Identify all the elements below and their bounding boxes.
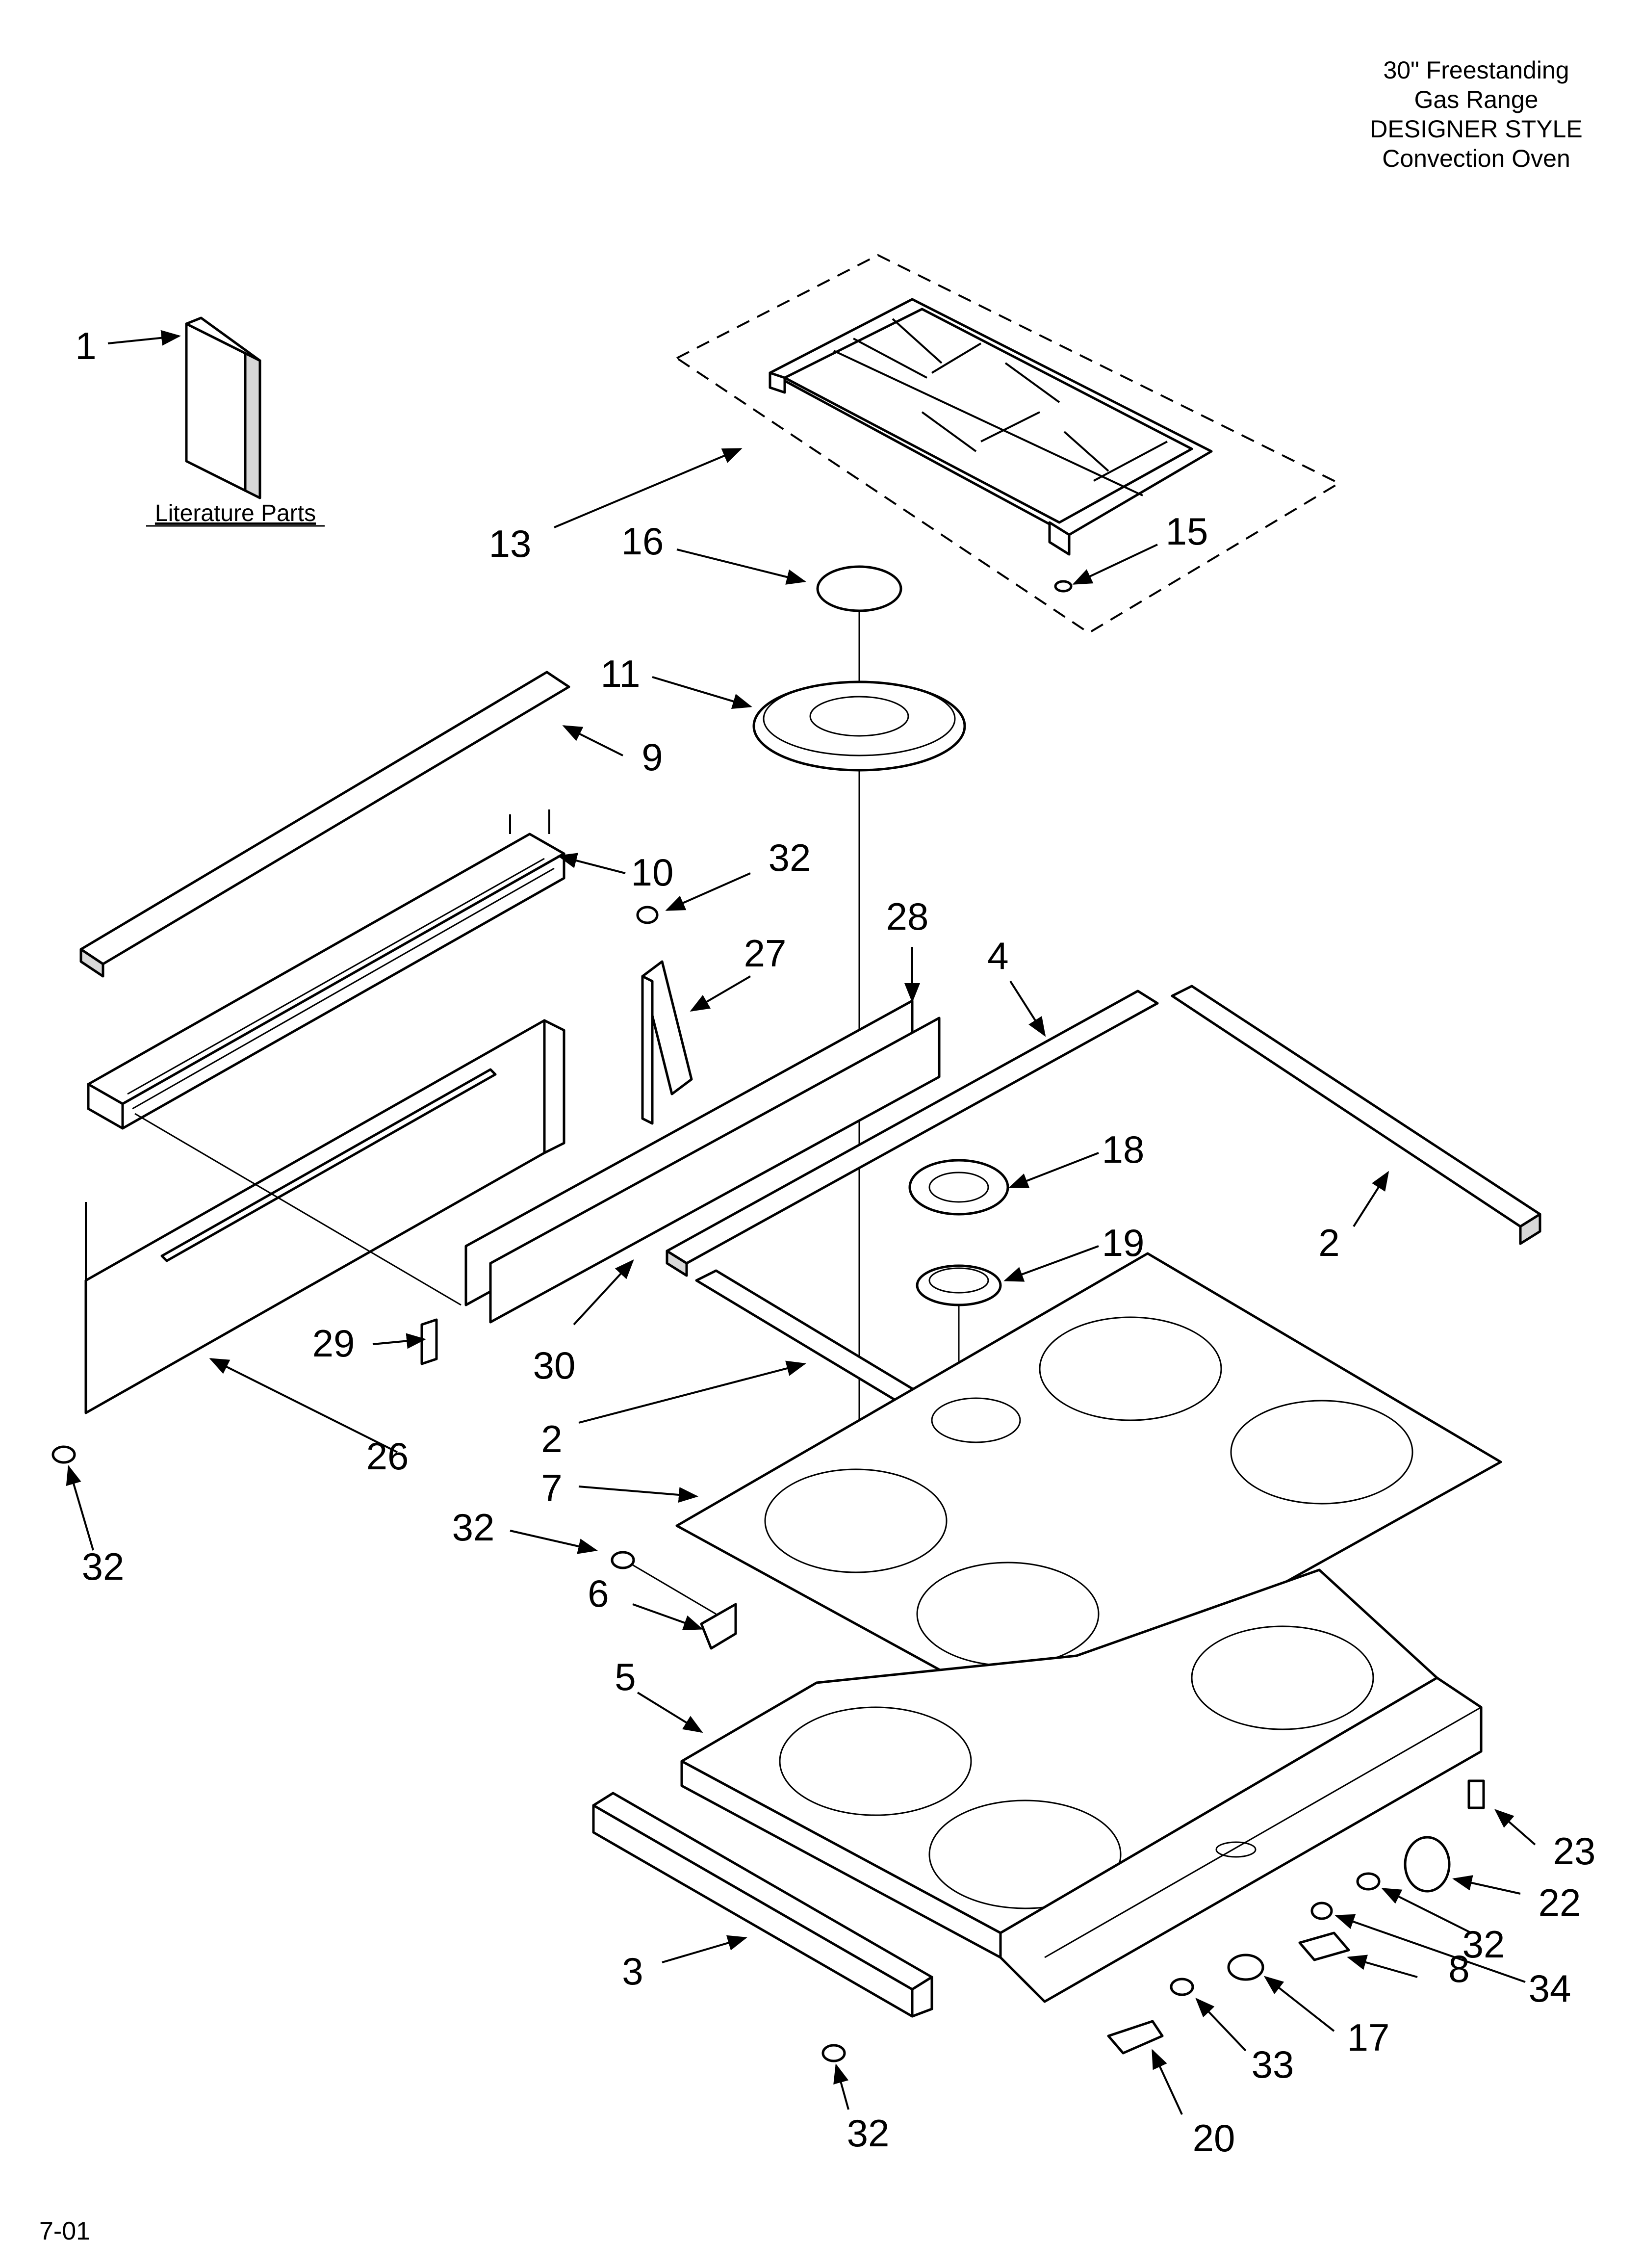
callout-2-right: 2 — [1318, 1221, 1339, 1264]
callout-32-bottom: 32 — [847, 2112, 890, 2155]
title-line-2: Gas Range — [1414, 86, 1539, 113]
callout-11: 11 — [601, 652, 641, 695]
callout-18: 18 — [1102, 1128, 1145, 1171]
callout-32-top: 32 — [769, 836, 811, 879]
callout-17: 17 — [1347, 2016, 1390, 2059]
screw-32-middle — [611, 1551, 635, 1569]
callout-33: 33 — [1252, 2043, 1294, 2086]
switch-17 — [1227, 1954, 1264, 1981]
back-panel — [84, 1019, 565, 1414]
side-bracket — [641, 960, 693, 1125]
burner-box — [680, 1568, 1483, 2003]
clip-6 — [700, 1603, 737, 1650]
screw-32-left — [51, 1445, 76, 1464]
callout-26: 26 — [366, 1434, 409, 1478]
front-trim — [592, 1792, 933, 2018]
callout-16: 16 — [621, 520, 664, 563]
insulation-strips — [464, 999, 941, 1324]
title-line-4: Convection Oven — [1382, 145, 1570, 172]
callout-15: 15 — [1166, 510, 1208, 553]
callout-20: 20 — [1193, 2116, 1235, 2160]
callout-9: 9 — [641, 735, 663, 779]
cooktop — [675, 1252, 1502, 1723]
title-block: 30" Freestanding Gas Range DESIGNER STYL… — [1370, 56, 1582, 172]
burner-head — [908, 1159, 1009, 1216]
screw-33 — [1170, 1978, 1194, 1996]
callout-2-left: 2 — [541, 1417, 562, 1460]
leader-lines — [66, 330, 1536, 2115]
callout-22: 22 — [1539, 1881, 1581, 1924]
callout-8: 8 — [1448, 1947, 1469, 1990]
callout-numbers: 1 13 16 15 11 9 10 32 28 27 4 18 19 2 29… — [75, 324, 1595, 2160]
small-parts — [51, 906, 1485, 2062]
screw-34 — [1310, 1902, 1333, 1920]
callout-1: 1 — [75, 324, 96, 367]
footer-code: 7-01 — [39, 2217, 90, 2245]
callout-6: 6 — [588, 1572, 609, 1615]
burner-orifice — [916, 1264, 1002, 1306]
callout-32-middle: 32 — [452, 1506, 495, 1549]
callout-23: 23 — [1553, 1829, 1596, 1873]
callout-30: 30 — [533, 1344, 576, 1387]
screw-32-top — [636, 906, 659, 924]
manifold-bracket — [87, 809, 565, 1130]
callout-3: 3 — [622, 1950, 643, 1993]
title-line-1: 30" Freestanding — [1383, 56, 1569, 84]
callout-4: 4 — [987, 934, 1008, 977]
callout-28: 28 — [886, 895, 929, 938]
clip — [420, 1318, 438, 1365]
callout-10: 10 — [631, 851, 674, 894]
callout-13: 13 — [489, 522, 532, 565]
literature-parts-label: Literature Parts — [155, 500, 316, 526]
literature-booklet: Literature Parts — [146, 316, 325, 527]
callout-34: 34 — [1529, 1967, 1571, 2010]
callout-29: 29 — [312, 1322, 355, 1365]
burner-cap — [816, 565, 902, 612]
foot-23 — [1467, 1779, 1485, 1809]
callout-7: 7 — [541, 1466, 562, 1510]
thermostat-22 — [1404, 1836, 1451, 1893]
back-trim-top — [79, 671, 570, 978]
callout-5: 5 — [615, 1655, 636, 1698]
burner-grate — [675, 254, 1341, 634]
screw-32-right — [1356, 1872, 1381, 1891]
callout-32-left: 32 — [82, 1545, 125, 1588]
callout-32-right: 32 — [1462, 1923, 1505, 1966]
clip-20 — [1107, 2020, 1164, 2055]
burner-base — [752, 680, 966, 772]
callout-19: 19 — [1102, 1221, 1145, 1264]
title-line-3: DESIGNER STYLE — [1370, 115, 1582, 143]
screw-32-bottom — [821, 2044, 846, 2062]
callout-27: 27 — [744, 932, 787, 975]
bracket-8 — [1298, 1931, 1350, 1961]
